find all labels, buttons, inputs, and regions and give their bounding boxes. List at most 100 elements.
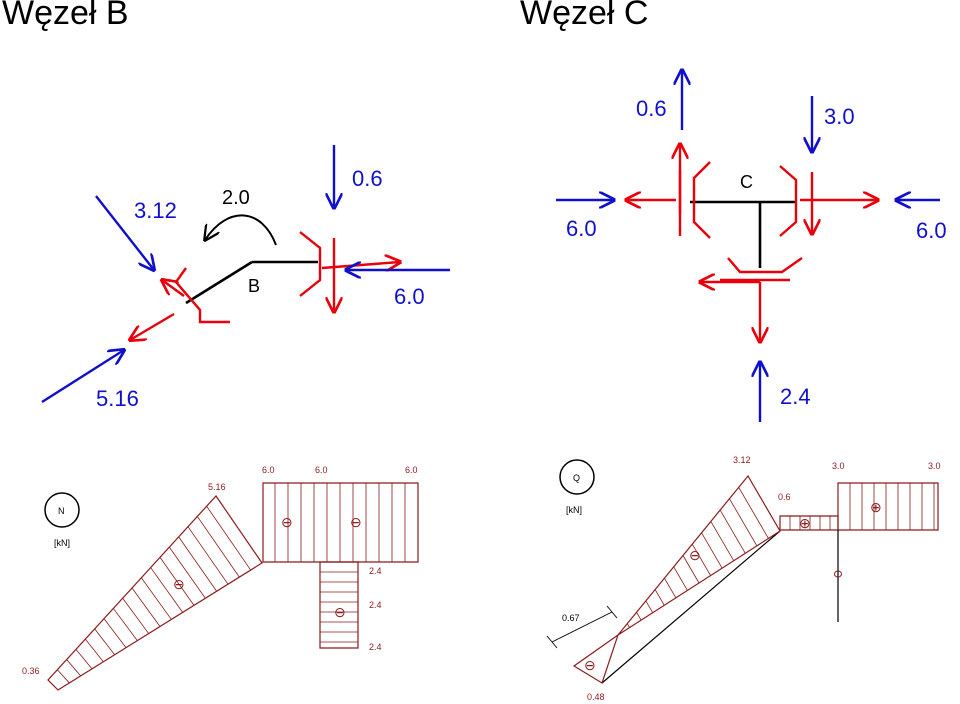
hatch-line (197, 516, 240, 578)
force-c-right-label: 6.0 (916, 218, 947, 243)
red-arrow-upleft-b (162, 280, 185, 297)
node-b-group: B 2.0 0.6 6.0 3.12 5.16 (41, 145, 450, 411)
n-sign-4: ⊖ (334, 604, 346, 620)
n-top-mid-value: 6.0 (315, 465, 328, 475)
hatch-line (66, 659, 81, 677)
hatch-line (682, 555, 700, 584)
hatch-line (75, 649, 93, 670)
n-sign-3: ⊖ (350, 514, 362, 530)
cut-curve-c-left (692, 161, 711, 239)
diagram-n-unit: [kN] (54, 538, 70, 548)
hatch-line (206, 505, 251, 571)
diagram-n-symbol-circle (44, 492, 80, 528)
hatch-line (103, 618, 127, 648)
q-step-hatch (789, 516, 831, 530)
n-slope-bottom-value: 0.36 (22, 666, 40, 676)
q-upper-hatch (626, 487, 769, 628)
n-vert-value-2: 2.4 (369, 600, 382, 610)
cut-bracket-b-right (299, 231, 322, 297)
q-dimension-tick-1 (546, 635, 558, 649)
diagram-n-symbol: N (58, 506, 65, 516)
blue-arrow-upperleft-b (95, 195, 154, 270)
hatch-line (169, 546, 206, 599)
force-b-lowerleft-label: 5.16 (96, 386, 139, 411)
hatch-line (626, 623, 630, 628)
hatch-line (636, 612, 642, 621)
q-sign-3: ⊕ (870, 499, 882, 515)
q-top-hatch (849, 483, 935, 530)
hatch-line (178, 536, 217, 592)
hatch-line (645, 600, 654, 613)
n-sloped-hatch (57, 505, 251, 684)
hatch-line (664, 578, 677, 599)
hatch-line (710, 521, 735, 561)
q-zero-distance: 0.67 (562, 613, 580, 623)
diagram-q-symbol-circle (559, 459, 595, 495)
force-b-top-label: 0.6 (352, 166, 383, 191)
force-b-upperleft-label: 3.12 (134, 198, 177, 223)
hatch-line (141, 577, 172, 620)
force-c-bottom-label: 2.4 (780, 384, 811, 409)
title-node-c: Węzeł C (520, 0, 649, 32)
n-slope-top-value: 5.16 (208, 482, 226, 492)
q-top-a-value: 3.0 (832, 461, 845, 471)
q-dimension-tick-2 (606, 605, 618, 619)
diagram-q-symbol: Q (573, 473, 580, 483)
hatch-line (159, 557, 195, 606)
q-sign-1: ⊖ (689, 547, 701, 563)
q-peak-value: 3.12 (733, 455, 751, 465)
cut-curve-c-bottom (727, 257, 803, 274)
hatch-line (691, 543, 711, 576)
force-c-topright-label: 3.0 (824, 104, 855, 129)
hatch-line (719, 509, 746, 554)
force-c-topleft-label: 0.6 (636, 96, 667, 121)
node-b-member-left (185, 260, 253, 305)
node-b-label: B (248, 276, 260, 296)
hatch-line (673, 566, 688, 591)
n-sign-1: ⊖ (173, 576, 185, 592)
diagram-q: Q [kN] 3.12 0.48 ⊖ ⊖ 0.67 0.6 ⊕ 3.0 3.0 … (546, 455, 941, 702)
hatch-line (122, 597, 149, 634)
q-baseline (601, 530, 781, 684)
q-bottom-value: 0.48 (587, 692, 605, 702)
n-top-hatch (274, 483, 406, 562)
hatch-line (187, 526, 229, 585)
hatch-line (113, 608, 138, 641)
cut-bracket-b-left (174, 267, 230, 324)
node-c-label: C (740, 172, 753, 192)
q-zero-marker (834, 570, 842, 578)
n-vert-hatch (320, 571, 358, 643)
n-vert-value-3: 2.4 (369, 642, 382, 652)
blue-arrow-lowerleft-b (41, 350, 124, 404)
hatch-line (57, 669, 70, 684)
q-sign-2: ⊕ (799, 515, 811, 531)
n-top-left-value: 6.0 (262, 465, 275, 475)
hatch-line (94, 628, 115, 655)
hatch-line (131, 587, 161, 627)
hatch-line (150, 567, 183, 613)
title-node-b: Węzeł B (2, 0, 129, 32)
hatch-line (701, 532, 723, 569)
red-arrow-downleft-b (130, 312, 175, 340)
force-b-right-label: 6.0 (394, 284, 425, 309)
hatch-line (729, 498, 758, 547)
q-top-rect (837, 482, 939, 531)
q-step-value: 0.6 (778, 492, 791, 502)
moment-arrow (205, 214, 277, 246)
cut-curve-c-right (779, 165, 798, 237)
q-dimension-line (551, 611, 613, 643)
n-top-right-value: 6.0 (405, 465, 418, 475)
node-c-group: C 0.6 3.0 6.0 6.0 2.4 (556, 70, 947, 422)
diagram-n: N [kN] 5.16 0.36 ⊖ 6.0 6.0 6.0 ⊖ ⊖ 2.4 2… (22, 465, 419, 691)
n-vert-value-1: 2.4 (369, 566, 382, 576)
q-sign-5: ⊖ (584, 657, 596, 673)
hatch-line (654, 589, 665, 606)
n-sloped-outline (47, 495, 263, 691)
force-c-left-label: 6.0 (566, 216, 597, 241)
hatch-line (738, 487, 769, 539)
hatch-line (85, 638, 104, 663)
n-vert-rect (319, 561, 359, 649)
n-sign-2: ⊖ (281, 514, 293, 530)
diagram-q-unit: [kN] (566, 505, 582, 515)
